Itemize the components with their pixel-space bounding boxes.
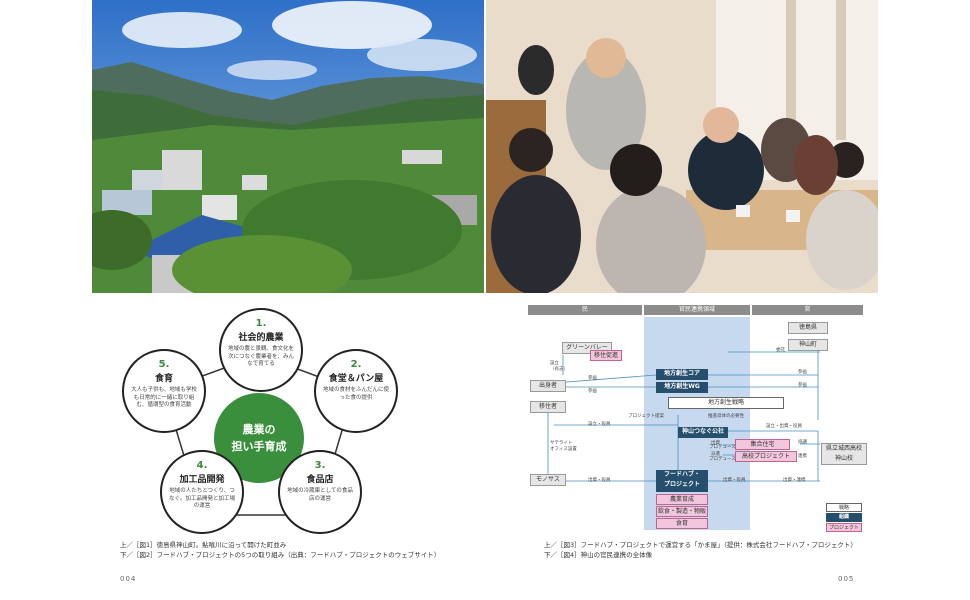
node-social-agriculture: 1. 社会的農業 地域の農と景観、食文化を次につなぐ農業者を、みんなで育てる [219, 308, 303, 392]
legend-project: プロジェクト [826, 523, 862, 532]
node-number: 3. [314, 460, 326, 471]
box-migrants: 移住者 [530, 401, 566, 413]
box-relocation-promotion: 移住促進 [590, 350, 622, 361]
legend-strategy: 戦略 [826, 503, 862, 512]
label-founding-investment-board: 設立・出資・役員 [766, 424, 802, 429]
node-title: 加工品開発 [179, 475, 225, 485]
connector-lines [547, 340, 820, 482]
label-collaboration: 連携 [798, 454, 807, 459]
box-high-school-project: 高校プロジェクト [735, 451, 797, 462]
node-number: 5. [158, 359, 170, 370]
node-description: 地域の食材をふんだんに使った食の提供 [322, 387, 389, 401]
label-investment-collaboration: 出資・連携 [783, 478, 806, 483]
box-prefectural-high-school: 県立城西高校 神山校 [821, 443, 867, 465]
box-farming-training: 農業育成 [656, 494, 708, 505]
label-satellite-office: サテライト オフィス設置 [550, 441, 577, 452]
public-private-partnership-diagram: 民 官民連携領域 官 徳島県 神山町 グリーンバレー 移住促進 出身者 移住者 … [528, 305, 873, 535]
box-food-business: 飲食・製造・物販 [656, 506, 708, 517]
band-kan: 官 [752, 305, 863, 315]
caption-figure-3: 上／［図3］フードハブ・プロジェクトで運営する「かま屋」（提供：株式会社フードハ… [544, 541, 857, 549]
label-outsourcing: 委託 [776, 348, 785, 353]
box-regional-revitalization-wg: 地方創生WG [656, 382, 708, 393]
box-housing-project: 集合住宅 [735, 439, 790, 450]
caption-figure-1: 上／［図1］徳島県神山町。鮎喰川に沿って開けた町並み [120, 541, 287, 549]
node-description: 大人も子供も、地域も学校も日常的に一緒に取り組む、循環型の食育活動 [131, 387, 197, 408]
node-description: 地域の人たちとつくり、つなぐ。加工品開発と加工場の運営 [168, 488, 235, 509]
label-participate-3: 参画 [798, 370, 807, 375]
node-cafeteria-bakery: 2. 食堂＆パン屋 地域の食材をふんだんに使った食の提供 [314, 349, 398, 433]
node-title: 食品店 [306, 475, 334, 485]
node-processed-food: 4. 加工品開発 地域の人たちとつくり、つなぐ。加工品開発と加工場の運営 [160, 450, 244, 534]
node-number: 4. [196, 460, 208, 471]
node-number: 2. [350, 359, 362, 370]
node-grocery: 3. 食品店 地域の冷蔵庫としての食品店の運営 [278, 450, 362, 534]
label-participate-4: 参画 [798, 383, 807, 388]
label-consultation: 協議 [798, 440, 807, 445]
label-project-proposal: プロジェクト提案 [628, 414, 664, 419]
photo-kamaya-cafeteria [486, 0, 878, 293]
photo-kamiyama-town [92, 0, 484, 293]
label-produce-2: プロデュース [709, 457, 736, 462]
band-min: 民 [528, 305, 642, 315]
box-revitalization-strategy: 地方創生戦略 [668, 397, 784, 409]
caption-figure-4: 下／［図4］神山の官民連携の全体像 [544, 551, 653, 559]
node-number: 1. [255, 318, 267, 329]
label-investment-board-2: 出資・役員 [723, 478, 746, 483]
page-number-right: 005 [838, 575, 855, 583]
box-monosasu: モノサス [530, 474, 566, 486]
node-title: 社会的農業 [238, 333, 284, 343]
caption-figure-2: 下／［図2］フードハブ・プロジェクトの5つの取り組み（出典：フードハブ・プロジェ… [120, 551, 441, 559]
box-food-education: 食育 [656, 518, 708, 529]
box-food-hub-project: フードハブ・ プロジェクト [656, 470, 708, 492]
box-regional-revitalization-core: 地方創生コア [656, 369, 708, 380]
label-investment-board-1: 出資・役員 [588, 478, 611, 483]
box-kamiyama-tsunagu-corp: 神山つなぐ公社 [678, 427, 728, 438]
node-description: 地域の農と景観、食文化を次につなぐ農業者を、みんなで育てる [227, 346, 294, 367]
label-founded: 設立 （有志） [550, 361, 568, 372]
node-title: 食育 [154, 374, 173, 384]
label-produce-1: プロデュース [709, 445, 736, 450]
box-tokushima-prefecture: 徳島県 [788, 322, 828, 334]
box-kamiyama-town: 神山町 [788, 339, 828, 351]
node-description: 地域の冷蔵庫としての食品店の運営 [287, 488, 353, 502]
five-initiatives-diagram: 農業の 担い手育成 1. 社会的農業 地域の農と景観、食文化を次につなぐ農業者を… [92, 300, 487, 540]
label-participate-2: 参画 [588, 389, 597, 394]
node-food-education: 5. 食育 大人も子供も、地域も学校も日常的に一緒に取り組む、循環型の食育活動 [122, 349, 206, 433]
label-dispatch: 派遣 [711, 452, 720, 457]
label-investment: 出資 [711, 441, 720, 446]
legend-organization: 組織 [826, 513, 862, 522]
band-kanmin: 官民連携領域 [644, 305, 750, 315]
node-title: 食堂＆パン屋 [328, 374, 384, 384]
page-number-left: 004 [120, 575, 137, 583]
box-locals: 出身者 [530, 380, 566, 392]
label-founding-board: 設立・役員 [588, 422, 611, 427]
label-participate-1: 参画 [588, 376, 597, 381]
label-promotion-need: 推進母体の必要性 [708, 414, 744, 419]
